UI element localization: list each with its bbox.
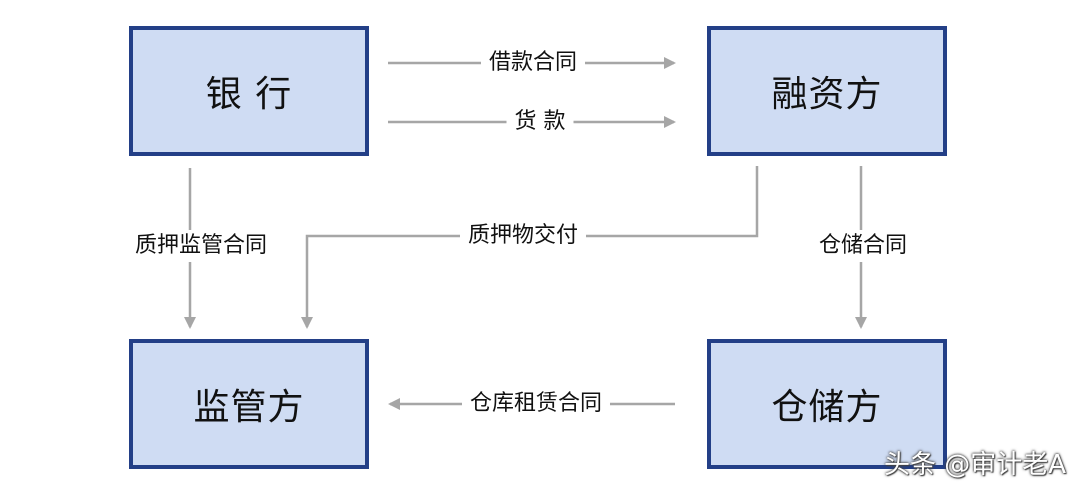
pledge-delivery-label: 质押物交付 [459,222,587,250]
supervisor-node: 监管方 [129,339,369,469]
financier-label: 融资方 [771,74,883,115]
loan-label: 货 款 [506,108,574,136]
bank-node: 银 行 [129,26,369,156]
pledge-supervision-label: 质押监管合同 [126,230,276,262]
warehouse-node: 仓储方 [707,339,947,469]
supervisor-label: 监管方 [193,387,305,428]
loan-contract-label: 借款合同 [480,49,586,77]
financier-node: 融资方 [707,26,947,156]
watermark: 头条 @审计老A [883,450,1066,480]
storage-contract-label: 仓储合同 [810,230,916,262]
bank-label: 银 行 [205,74,293,115]
warehouse-lease-label: 仓库租赁合同 [461,390,611,418]
warehouse-label: 仓储方 [771,387,883,428]
